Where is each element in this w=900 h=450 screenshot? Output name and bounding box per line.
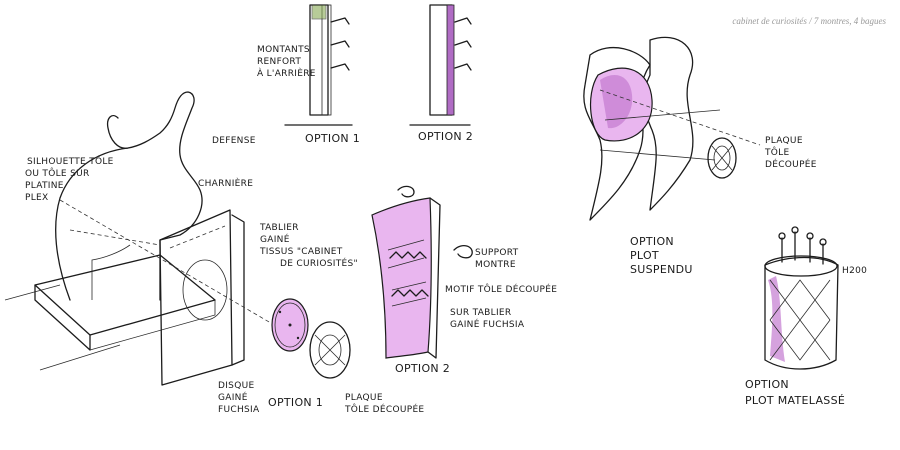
label-h200: H200: [842, 266, 867, 276]
label-option2-mid: OPTION 2: [395, 362, 450, 375]
label-disque-3: FUCHSIA: [218, 405, 260, 415]
elephant-silhouette: [55, 91, 203, 301]
label-surtablier-2: GAINÉ FUCHSIA: [450, 318, 525, 330]
label-silhouette-3: PLATINE: [25, 181, 64, 191]
label-plaque-right-3: DÉCOUPÉE: [765, 158, 817, 170]
label-plot-matelasse-1: OPTION: [745, 378, 789, 391]
label-plot-matelasse-2: PLOT MATELASSÉ: [745, 394, 845, 407]
label-surtablier-1: SUR TABLIER: [450, 308, 511, 318]
label-plot-suspendu-1: OPTION: [630, 235, 674, 248]
label-disque-2: GAINÉ: [218, 391, 248, 403]
label-montants-1: MONTANTS: [257, 45, 310, 55]
elephant-display: [4, 91, 301, 386]
label-tablier-4: DE CURIOSITÉS": [280, 257, 358, 269]
label-option2-top: OPTION 2: [418, 130, 473, 143]
sheet-caption: cabinet de curiosités / 7 montres, 4 bag…: [732, 16, 886, 26]
label-disque-1: DISQUE: [218, 381, 254, 391]
label-option1-bottom: OPTION 1: [268, 396, 323, 409]
label-support-1: SUPPORT: [475, 248, 519, 258]
label-charnieres: CHARNIÈRE: [198, 177, 253, 189]
label-montants-2: RENFORT: [257, 57, 301, 67]
plaque-tole-decoupee: [309, 321, 351, 379]
label-silhouette-2: OU TÔLE SUR: [25, 167, 90, 179]
label-silhouette-1: SILHOUETTE TÔLE: [27, 155, 114, 167]
label-plot-suspendu-3: SUSPENDU: [630, 263, 693, 276]
label-plaque-right-2: TÔLE: [764, 146, 789, 158]
option2-panel: [371, 197, 441, 359]
label-plaque-bottom-1: PLAQUE: [345, 393, 383, 403]
label-plaque-bottom-2: TÔLE DÉCOUPÉE: [344, 403, 424, 415]
disque-fuchsia: [271, 298, 309, 352]
label-support-2: MONTRE: [475, 260, 516, 270]
label-silhouette-4: PLEX: [25, 193, 49, 203]
label-motif: MOTIF TÔLE DÉCOUPÉE: [445, 283, 557, 295]
label-tablier-2: GAINÉ: [260, 233, 290, 245]
label-option1-top: OPTION 1: [305, 132, 360, 145]
label-defense: DEFENSE: [212, 136, 256, 146]
label-montants-3: À L'ARRIÈRE: [257, 67, 316, 79]
label-plaque-right-1: PLAQUE: [765, 136, 803, 146]
label-plot-suspendu-2: PLOT: [630, 249, 659, 262]
watch-support-icon: [397, 185, 473, 259]
plot-matelasse: [764, 226, 839, 370]
label-tablier-1: TABLIER: [259, 223, 299, 233]
top-section-option1: [284, 4, 353, 126]
plot-suspendu: [583, 36, 761, 221]
label-tablier-3: TISSUS "CABINET: [259, 247, 343, 257]
top-section-option2: [409, 4, 472, 126]
